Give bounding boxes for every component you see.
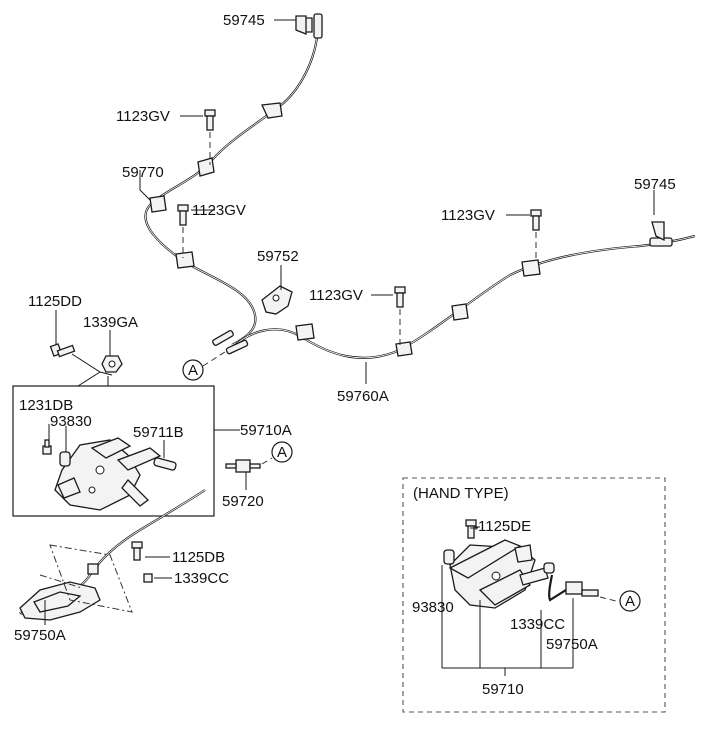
part-label-59720: 59720 xyxy=(222,493,264,510)
assembly-box-59710a xyxy=(12,385,215,517)
part-label-59770: 59770 xyxy=(122,164,164,181)
part-label-1125db: 1125DB xyxy=(172,549,225,566)
bolt-1123gv-c xyxy=(394,286,406,308)
cable-joiner xyxy=(212,329,249,355)
part-label-1125de: 1125DE xyxy=(478,518,531,535)
hand-type-box xyxy=(402,477,666,713)
ref-circle-a-hand: A xyxy=(619,590,641,612)
nut-1339cc xyxy=(143,573,153,583)
part-label-59711b: 59711B xyxy=(133,424,184,441)
bolt-1123gv-b xyxy=(177,204,189,226)
part-label-59750a: 59750A xyxy=(14,627,66,644)
part-label-1339cc: 1339CC xyxy=(174,570,229,587)
part-label-1123gv: 1123GV xyxy=(441,207,495,224)
pedal-cable-bracket xyxy=(19,563,101,621)
part-label-93830: 93830 xyxy=(50,413,92,430)
hand-cable-59750a xyxy=(548,574,599,602)
bolt-1125db xyxy=(131,541,143,561)
hand-type-title: (HAND TYPE) xyxy=(413,485,509,502)
pad-59711b xyxy=(153,457,177,471)
ref-a-label: A xyxy=(277,444,287,461)
bracket-59752 xyxy=(261,285,293,315)
bolt-1125dd xyxy=(49,343,76,358)
part-label-1125dd: 1125DD xyxy=(28,293,82,310)
pedal-assembly xyxy=(54,437,162,511)
part-label-59710: 59710 xyxy=(482,681,524,698)
part-label-59750a: 59750A xyxy=(546,636,598,653)
part-label-59752: 59752 xyxy=(257,248,299,265)
part-label-93830: 93830 xyxy=(412,599,454,616)
ref-a-label: A xyxy=(188,362,198,379)
part-label-1123gv: 1123GV xyxy=(309,287,363,304)
part-label-59745: 59745 xyxy=(223,12,265,29)
part-label-1123gv: 1123GV xyxy=(116,108,170,125)
part-label-1231db: 1231DB xyxy=(19,397,73,414)
ref-circle-a-switch: A xyxy=(271,441,293,463)
ref-a-label: A xyxy=(625,593,635,610)
part-label-59760a: 59760A xyxy=(337,388,389,405)
switch-59720 xyxy=(225,459,261,473)
nut-1339ga xyxy=(101,355,123,373)
ref-circle-a-cable: A xyxy=(182,349,229,381)
part-label-59710a: 59710A xyxy=(240,422,292,439)
part-label-1339cc: 1339CC xyxy=(510,616,565,633)
part-label-1339ga: 1339GA xyxy=(83,314,138,331)
cable-59770 xyxy=(144,27,320,346)
clip-59745-top xyxy=(295,15,307,35)
bushing-93830 xyxy=(59,451,71,467)
bolt-1123gv-d xyxy=(530,209,542,231)
part-label-59745: 59745 xyxy=(634,176,676,193)
bolt-1231db xyxy=(42,439,52,455)
cable-bracket-right xyxy=(295,259,541,357)
nut-1339cc-hand xyxy=(543,562,555,574)
cable-end-right xyxy=(649,221,673,247)
hand-lever-assembly xyxy=(448,539,549,609)
bushing-93830-hand xyxy=(443,549,455,565)
part-label-1123gv: 1123GV xyxy=(192,202,246,219)
bolt-1125de xyxy=(465,519,477,539)
cable-bracket xyxy=(149,102,283,269)
bolt-1123gv-a xyxy=(204,109,216,131)
